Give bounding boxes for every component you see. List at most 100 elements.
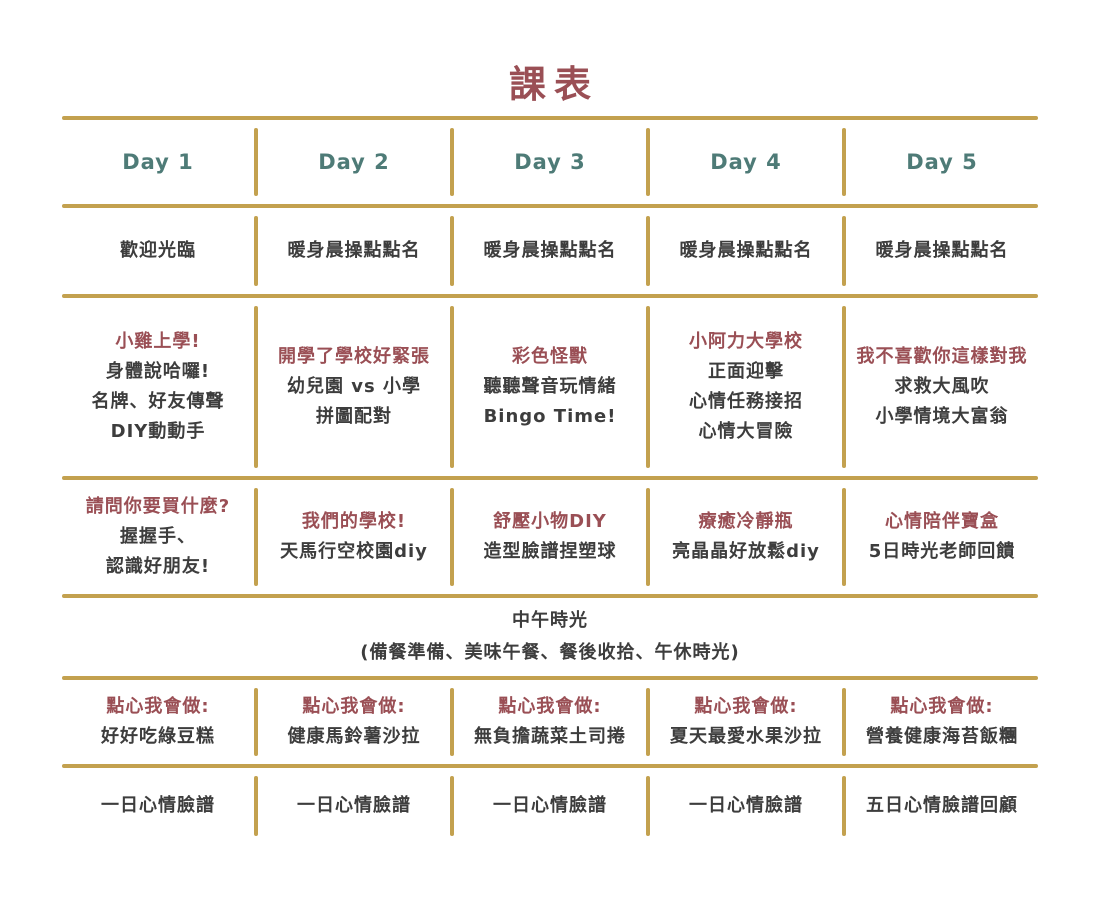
activity-line: 求救大風吹: [894, 376, 990, 397]
cell-morning-day2: 暖身晨操點點名: [258, 208, 450, 294]
activity-line: 歡迎光臨: [120, 240, 196, 261]
activity-line: 小學情境大富翁: [875, 406, 1009, 427]
activity-line: 亮晶晶好放鬆diy: [672, 541, 820, 562]
activity-title: 點心我會做:: [498, 696, 602, 717]
cell-snack-day5: 點心我會做: 營養健康海苔飯糰: [846, 680, 1038, 764]
column-divider: [646, 488, 650, 586]
activity-line: 正面迎擊: [708, 361, 784, 382]
column-divider: [254, 306, 258, 468]
day-header-3: Day 3: [454, 120, 646, 204]
activity-line: 一日心情臉譜: [689, 795, 803, 816]
cell-snack-day2: 點心我會做: 健康馬鈴薯沙拉: [258, 680, 450, 764]
cell-main-day2: 開學了學校好緊張 幼兒園 vs 小學 拼圖配對: [258, 298, 450, 476]
activity-title: 小阿力大學校: [689, 331, 803, 352]
column-divider: [646, 688, 650, 756]
activity-title: 請問你要買什麼?: [85, 496, 231, 517]
activity-line: 5日時光老師回饋: [868, 541, 1016, 562]
activity-line: 夏天最愛水果沙拉: [670, 726, 822, 747]
cell-main-day4: 小阿力大學校 正面迎擊 心情任務接招 心情大冒險: [650, 298, 842, 476]
activity-line: 暖身晨操點點名: [483, 240, 617, 261]
activity-line: 營養健康海苔飯糰: [866, 726, 1018, 747]
column-divider: [646, 306, 650, 468]
horizontal-rule: [62, 676, 1038, 680]
column-divider: [646, 216, 650, 286]
activity-line: 造型臉譜捏塑球: [483, 541, 617, 562]
column-divider: [254, 488, 258, 586]
cell-craft-day3: 舒壓小物DIY 造型臉譜捏塑球: [454, 480, 646, 594]
activity-line: 聽聽聲音玩情緒: [483, 376, 617, 397]
activity-line: 心情任務接招: [689, 391, 803, 412]
cell-morning-day4: 暖身晨操點點名: [650, 208, 842, 294]
day-header-2: Day 2: [258, 120, 450, 204]
lunch-title: 中午時光: [512, 610, 588, 631]
column-divider: [254, 128, 258, 196]
activity-line: 好好吃綠豆糕: [101, 726, 215, 747]
cell-craft-day2: 我們的學校! 天馬行空校園diy: [258, 480, 450, 594]
cell-main-day3: 彩色怪獸 聽聽聲音玩情緒 Bingo Time!: [454, 298, 646, 476]
snack-row: 點心我會做: 好好吃綠豆糕 點心我會做: 健康馬鈴薯沙拉 點心我會做: 無負擔蔬…: [62, 680, 1038, 764]
activity-line: 暖身晨操點點名: [679, 240, 813, 261]
column-divider: [842, 688, 846, 756]
day-header-1: Day 1: [62, 120, 254, 204]
column-divider: [254, 688, 258, 756]
main-activity-row: 小雞上學! 身體說哈囉! 名牌、好友傳聲 DIY動動手 開學了學校好緊張 幼兒園…: [62, 298, 1038, 476]
cell-review-day2: 一日心情臉譜: [258, 768, 450, 844]
cell-review-day3: 一日心情臉譜: [454, 768, 646, 844]
day-header-5: Day 5: [846, 120, 1038, 204]
craft-activity-row: 請問你要買什麼? 握握手、 認識好朋友! 我們的學校! 天馬行空校園diy 舒壓…: [62, 480, 1038, 594]
column-divider: [450, 128, 454, 196]
horizontal-rule: [62, 476, 1038, 480]
day-header-4: Day 4: [650, 120, 842, 204]
cell-snack-day1: 點心我會做: 好好吃綠豆糕: [62, 680, 254, 764]
activity-line: 暖身晨操點點名: [287, 240, 421, 261]
column-divider: [450, 306, 454, 468]
activity-line: 拼圖配對: [316, 406, 392, 427]
activity-title: 點心我會做:: [890, 696, 994, 717]
cell-snack-day4: 點心我會做: 夏天最愛水果沙拉: [650, 680, 842, 764]
column-divider: [842, 128, 846, 196]
cell-morning-day5: 暖身晨操點點名: [846, 208, 1038, 294]
day-label: Day 2: [318, 150, 390, 174]
activity-line: 一日心情臉譜: [493, 795, 607, 816]
activity-line: 認識好朋友!: [105, 556, 211, 577]
horizontal-rule: [62, 764, 1038, 768]
day-label: Day 3: [514, 150, 586, 174]
horizontal-rule: [62, 594, 1038, 598]
activity-title: 開學了學校好緊張: [278, 346, 430, 367]
column-divider: [646, 128, 650, 196]
activity-line: 身體說哈囉!: [105, 361, 211, 382]
activity-line: 暖身晨操點點名: [875, 240, 1009, 261]
activity-line: 無負擔蔬菜土司捲: [474, 726, 626, 747]
column-divider: [450, 688, 454, 756]
activity-line: 天馬行空校園diy: [280, 541, 428, 562]
column-divider: [842, 216, 846, 286]
activity-line: 健康馬鈴薯沙拉: [287, 726, 421, 747]
activity-title: 療癒冷靜瓶: [698, 511, 794, 532]
activity-line: Bingo Time!: [483, 406, 617, 427]
lunch-subtitle: (備餐準備、美味午餐、餐後收拾、午休時光): [360, 642, 740, 663]
activity-line: 幼兒園 vs 小學: [287, 376, 421, 397]
column-divider: [646, 776, 650, 836]
activity-line: DIY動動手: [110, 421, 206, 442]
activity-title: 彩色怪獸: [512, 346, 588, 367]
activity-line: 五日心情臉譜回顧: [866, 795, 1018, 816]
cell-main-day1: 小雞上學! 身體說哈囉! 名牌、好友傳聲 DIY動動手: [62, 298, 254, 476]
day-label: Day 4: [710, 150, 782, 174]
activity-line: 一日心情臉譜: [297, 795, 411, 816]
day-header-row: Day 1 Day 2 Day 3 Day 4 Day 5: [62, 120, 1038, 204]
lunch-row: 中午時光 (備餐準備、美味午餐、餐後收拾、午休時光): [62, 598, 1038, 676]
cell-lunch: 中午時光 (備餐準備、美味午餐、餐後收拾、午休時光): [62, 598, 1038, 676]
column-divider: [842, 306, 846, 468]
cell-review-day4: 一日心情臉譜: [650, 768, 842, 844]
activity-title: 小雞上學!: [115, 331, 201, 352]
activity-title: 我不喜歡你這樣對我: [856, 346, 1028, 367]
cell-review-day5: 五日心情臉譜回顧: [846, 768, 1038, 844]
activity-line: 心情大冒險: [698, 421, 794, 442]
column-divider: [842, 488, 846, 586]
activity-title: 點心我會做:: [694, 696, 798, 717]
horizontal-rule: [62, 116, 1038, 120]
cell-snack-day3: 點心我會做: 無負擔蔬菜土司捲: [454, 680, 646, 764]
morning-row: 歡迎光臨 暖身晨操點點名 暖身晨操點點名 暖身晨操點點名 暖身晨操點點名: [62, 208, 1038, 294]
activity-line: 名牌、好友傳聲: [91, 391, 225, 412]
column-divider: [254, 776, 258, 836]
